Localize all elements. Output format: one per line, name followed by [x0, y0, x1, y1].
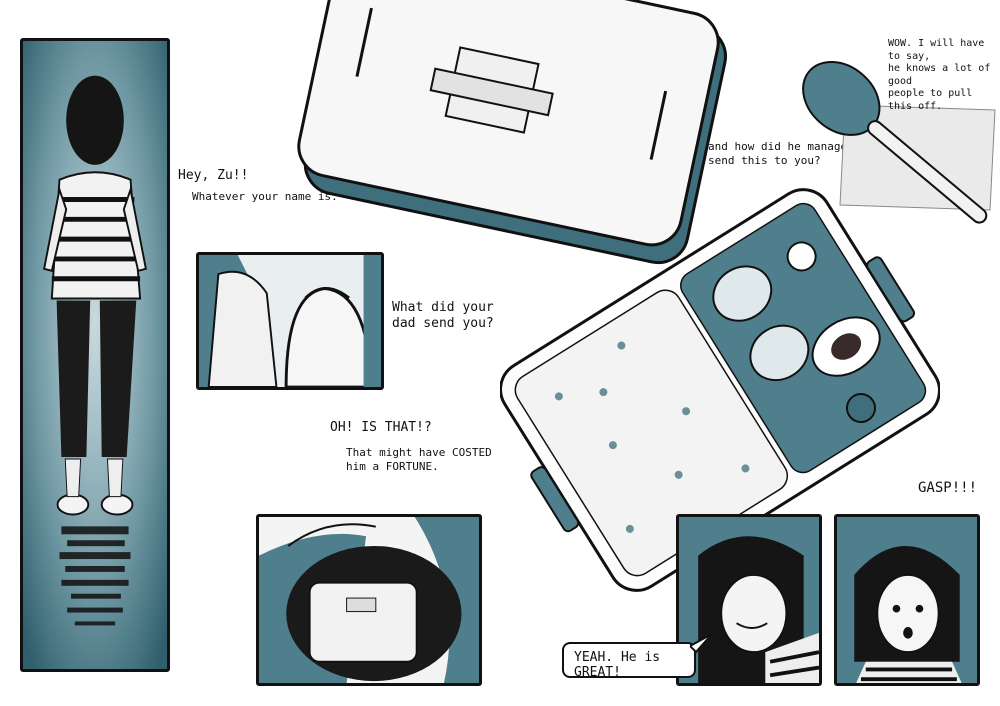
- caption-wow-good-people: WOW. I will have to say, he knows a lot …: [888, 38, 991, 112]
- panel-girl-surprised: [834, 514, 980, 686]
- spoon-napkin-illustration: [802, 61, 996, 224]
- girl-surprised-illustration: [837, 517, 977, 683]
- panel-backpack: [196, 252, 384, 390]
- lunchbox-lid: [297, 0, 727, 265]
- speech-bubble-yeah-great: YEAH. He is GREAT!: [562, 642, 696, 680]
- caption-hey-zu: Hey, Zu!!: [178, 168, 249, 183]
- caption-how-did-he-manage: and how did he manage to send this to yo…: [708, 140, 867, 167]
- caption-oh-is-that: OH! IS THAT!?: [330, 420, 432, 435]
- caption-what-did-dad-send: What did your dad send you?: [392, 300, 494, 332]
- backpack-illustration: [199, 255, 381, 387]
- panel-girl-smiling: [676, 514, 822, 686]
- caption-might-have-costed: That might have COSTED him a FORTUNE.: [346, 446, 492, 473]
- open-lunchbox-food-illustration: [500, 188, 940, 592]
- girl-standing-illustration: [23, 41, 167, 669]
- lunchbox-in-bag-illustration: [259, 517, 479, 683]
- panel-girl-standing: [20, 38, 170, 672]
- speech-bubble-tail: [690, 634, 713, 654]
- panel-lunchbox-in-bag: [256, 514, 482, 686]
- caption-gasp: GASP!!!: [918, 480, 978, 496]
- girl-smiling-illustration: [679, 517, 819, 683]
